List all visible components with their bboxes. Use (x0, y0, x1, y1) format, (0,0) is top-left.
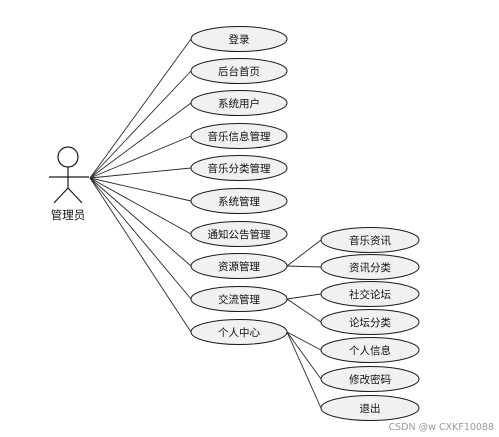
use-case-login: 登录 (190, 26, 288, 52)
use-case-personal-center: 个人中心 (190, 319, 288, 345)
sub-use-case-label: 资讯分类 (349, 261, 391, 274)
sub-use-case-label: 修改密码 (349, 373, 391, 386)
use-case-system-mgmt: 系统管理 (190, 188, 288, 214)
assoc-line-social-forum (286, 293, 322, 300)
use-case-label: 登录 (229, 33, 250, 46)
assoc-line-notice-mgmt (89, 177, 192, 235)
use-case-label: 交流管理 (218, 293, 260, 306)
assoc-line-music-info-mgmt (89, 135, 192, 179)
assoc-line-music-news (286, 239, 322, 267)
include-associations (286, 239, 322, 409)
use-case-label: 系统用户 (218, 97, 260, 110)
watermark-text: CSDN @w CXKF10088 (389, 422, 494, 433)
sub-use-case-label: 音乐资讯 (349, 234, 391, 247)
use-case-label: 个人中心 (218, 326, 260, 339)
use-case-notice-mgmt: 通知公告管理 (190, 221, 288, 247)
actor-head-icon (57, 146, 79, 168)
assoc-line-login (89, 38, 192, 179)
sub-use-case-change-password: 修改密码 (320, 366, 420, 392)
sub-use-case-label: 社交论坛 (349, 288, 391, 301)
sub-use-case-list: 音乐资讯 资讯分类 社交论坛 论坛分类 个人信息 修改密码 退出 (320, 227, 420, 421)
assoc-line-admin-home (89, 70, 192, 179)
actor-admin: 管理员 (49, 146, 89, 222)
use-case-label: 系统管理 (218, 195, 260, 208)
sub-use-case-personal-info: 个人信息 (320, 337, 420, 363)
use-case-music-info-mgmt: 音乐信息管理 (190, 123, 288, 149)
use-case-label: 音乐信息管理 (208, 130, 271, 143)
assoc-line-personal-center (89, 177, 192, 333)
use-case-label: 后台首页 (218, 65, 260, 78)
use-case-music-category-mgmt: 音乐分类管理 (190, 155, 288, 181)
use-case-list: 登录 后台首页 系统用户 音乐信息管理 音乐分类管理 系统管理 通知公告管理 (190, 26, 288, 345)
sub-use-case-news-category: 资讯分类 (320, 254, 420, 280)
sub-use-case-label: 退出 (360, 402, 381, 415)
sub-use-case-music-news: 音乐资讯 (320, 227, 420, 253)
sub-use-case-logout: 退出 (320, 395, 420, 421)
assoc-line-resource-mgmt (89, 177, 192, 267)
actor-right-leg (67, 187, 83, 204)
use-case-label: 资源管理 (218, 260, 260, 273)
use-case-admin-home: 后台首页 (190, 58, 288, 84)
sub-use-case-label: 个人信息 (349, 344, 391, 357)
actor-associations (89, 38, 192, 333)
assoc-line-forum-category (286, 298, 322, 323)
sub-use-case-social-forum: 社交论坛 (320, 281, 420, 307)
assoc-line-personal-info (286, 331, 322, 351)
actor-label: 管理员 (51, 208, 86, 222)
assoc-line-system-users (89, 102, 192, 179)
actor-left-leg (53, 187, 69, 204)
assoc-line-system-mgmt (89, 177, 192, 202)
assoc-line-exchange-mgmt (89, 177, 192, 300)
use-case-system-users: 系统用户 (190, 90, 288, 116)
sub-use-case-label: 论坛分类 (349, 316, 391, 329)
use-case-exchange-mgmt: 交流管理 (190, 286, 288, 312)
assoc-line-logout (286, 331, 322, 409)
assoc-line-change-password (286, 331, 322, 380)
use-case-label: 音乐分类管理 (208, 162, 271, 175)
assoc-line-news-category (286, 265, 322, 268)
use-case-label: 通知公告管理 (208, 228, 271, 241)
assoc-line-music-category-mgmt (89, 167, 192, 179)
sub-use-case-forum-category: 论坛分类 (320, 309, 420, 335)
use-case-resource-mgmt: 资源管理 (190, 253, 288, 279)
